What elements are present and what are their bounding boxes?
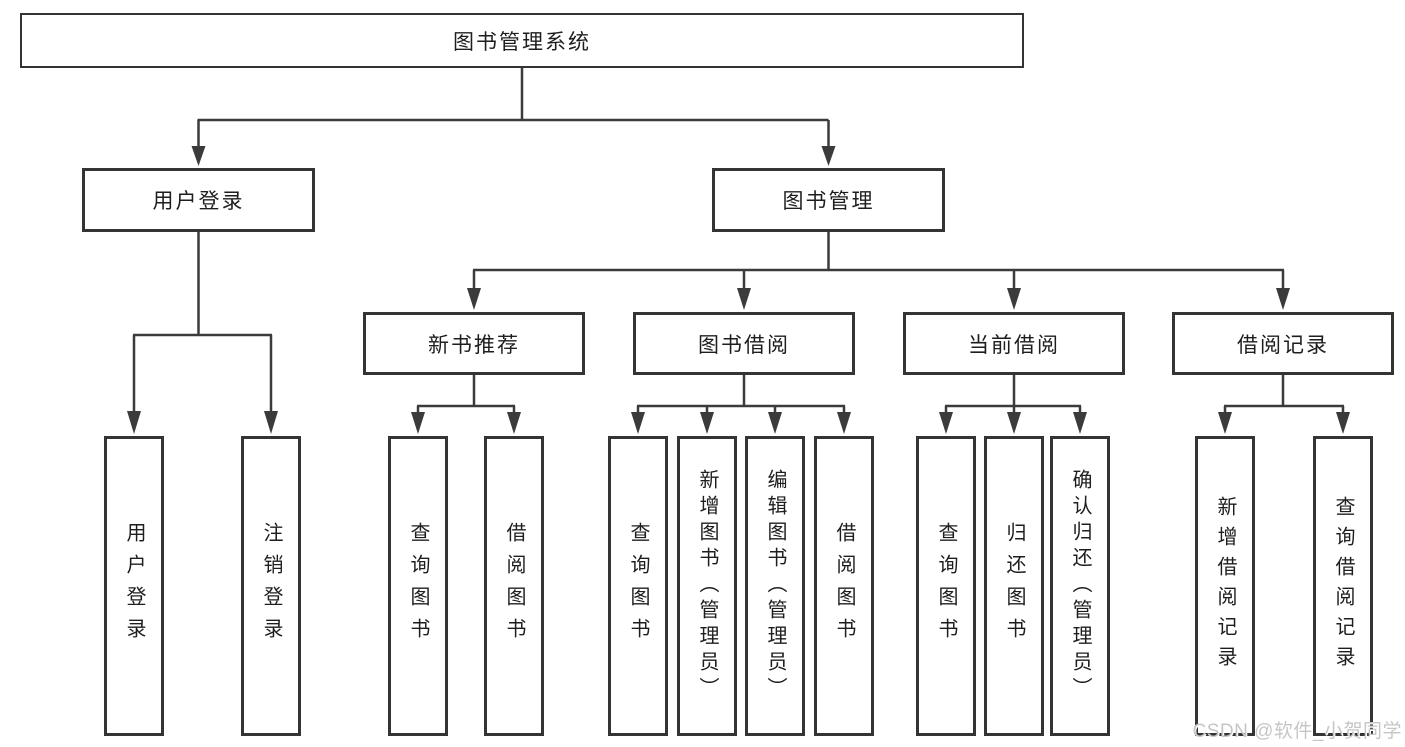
node-confirm-return-admin-label: 确认归还（管理员） (1069, 469, 1091, 703)
node-logout-action-label: 注销登录 (260, 522, 282, 650)
node-confirm-return-admin: 确认归还（管理员） (1050, 436, 1110, 736)
node-current-query-book-label: 查询图书 (935, 522, 957, 650)
node-logout-action: 注销登录 (241, 436, 301, 736)
node-borrow-borrow-book: 借阅图书 (814, 436, 874, 736)
node-edit-book-admin-label: 编辑图书（管理员） (764, 469, 786, 703)
node-add-book-admin-label: 新增图书（管理员） (696, 469, 718, 703)
node-current-query-book: 查询图书 (916, 436, 976, 736)
node-add-book-admin: 新增图书（管理员） (677, 436, 737, 736)
arrowheads (127, 146, 1350, 434)
node-book-borrowing-label: 图书借阅 (698, 333, 790, 357)
node-current-borrowing: 当前借阅 (903, 312, 1125, 375)
node-new-book-recommend-label: 新书推荐 (428, 333, 520, 357)
node-newbook-borrow-book-label: 借阅图书 (503, 522, 525, 650)
node-newbook-query-book-label: 查询图书 (407, 522, 429, 650)
node-borrow-records: 借阅记录 (1172, 312, 1394, 375)
node-new-book-recommend: 新书推荐 (363, 312, 585, 375)
node-book-management-label: 图书管理 (782, 190, 875, 213)
node-library-system-label: 图书管理系统 (453, 30, 591, 54)
node-user-login-label: 用户登录 (152, 190, 245, 213)
node-user-login: 用户登录 (82, 168, 315, 232)
node-add-borrow-record-label: 新增借阅记录 (1214, 496, 1236, 676)
node-borrow-query-book: 查询图书 (608, 436, 668, 736)
node-add-borrow-record: 新增借阅记录 (1195, 436, 1255, 736)
node-book-borrowing: 图书借阅 (633, 312, 855, 375)
node-borrow-query-book-label: 查询图书 (627, 522, 649, 650)
node-book-management: 图书管理 (712, 168, 945, 232)
node-query-borrow-record-label: 查询借阅记录 (1332, 496, 1354, 676)
node-library-system: 图书管理系统 (20, 13, 1024, 68)
node-borrow-borrow-book-label: 借阅图书 (833, 522, 855, 650)
node-edit-book-admin: 编辑图书（管理员） (745, 436, 805, 736)
node-user-login-action-label: 用户登录 (123, 522, 145, 650)
node-return-book-label: 归还图书 (1003, 522, 1025, 650)
node-return-book: 归还图书 (984, 436, 1044, 736)
node-borrow-records-label: 借阅记录 (1237, 333, 1329, 357)
node-user-login-action: 用户登录 (104, 436, 164, 736)
csdn-watermark: CSDN @软件_小贺同学 (1192, 721, 1402, 742)
node-query-borrow-record: 查询借阅记录 (1313, 436, 1373, 736)
node-newbook-query-book: 查询图书 (388, 436, 448, 736)
node-current-borrowing-label: 当前借阅 (968, 333, 1060, 357)
node-newbook-borrow-book: 借阅图书 (484, 436, 544, 736)
